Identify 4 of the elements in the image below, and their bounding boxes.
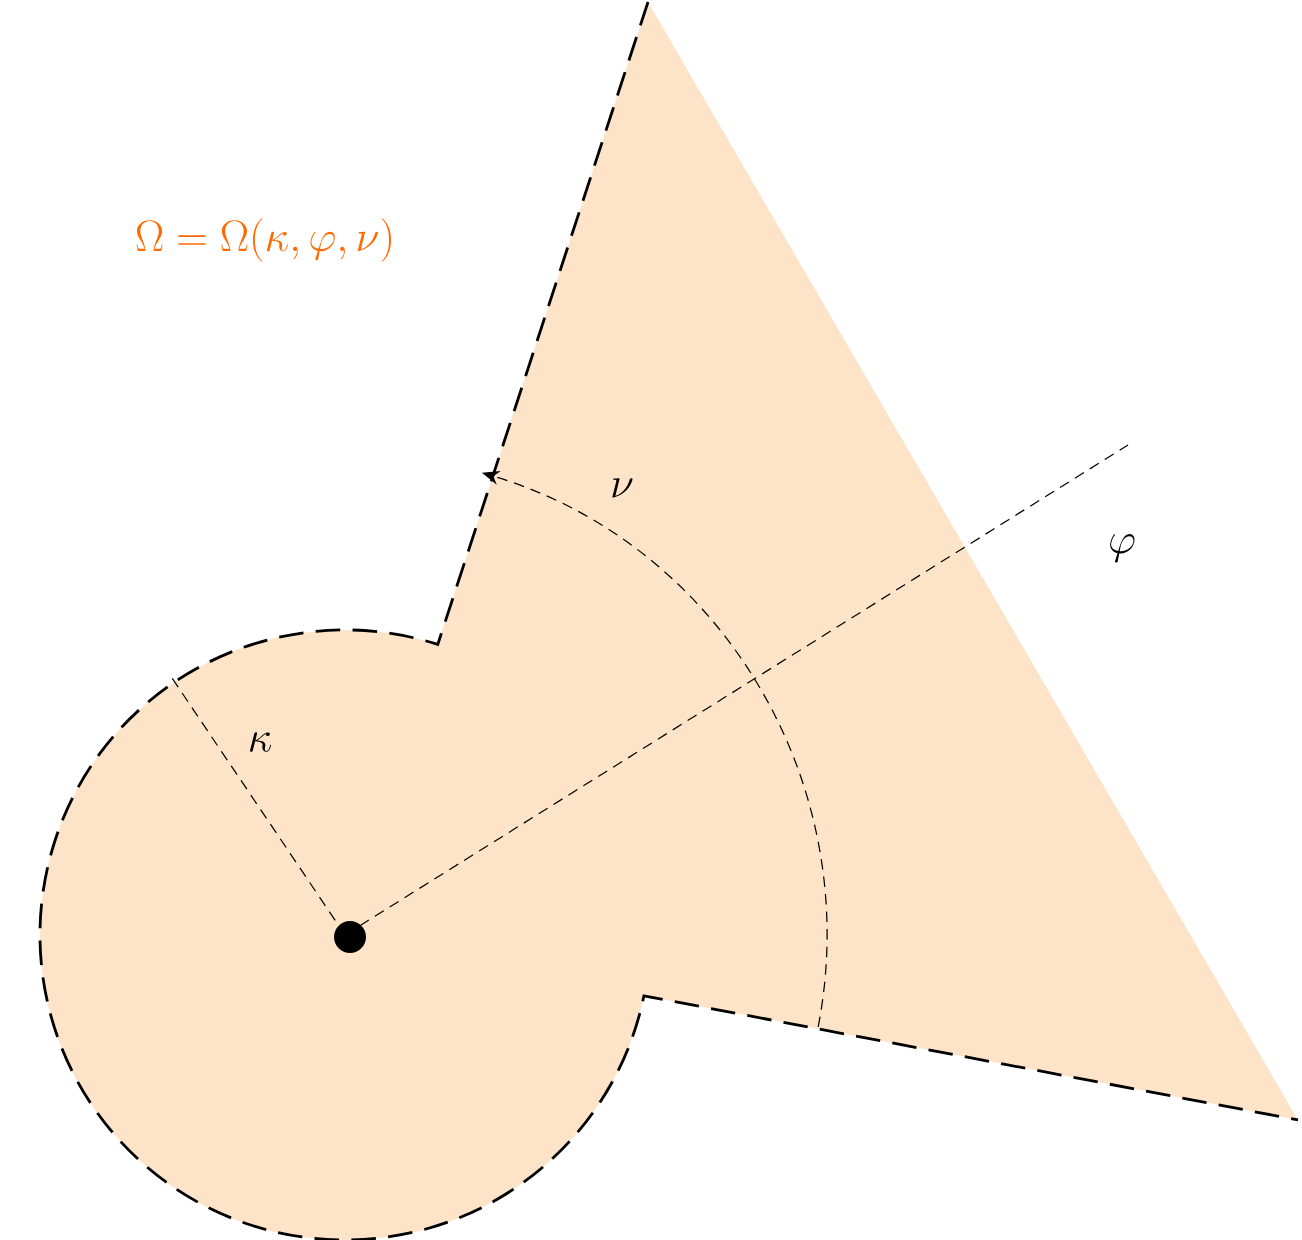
- math-label: $\kappa$: [250, 732, 272, 752]
- domain-label: $\Omega = \Omega(\kappa, \varphi, \nu)$: [136, 218, 392, 262]
- math-label: $\varphi$: [1110, 533, 1135, 563]
- math-label: $\nu$: [612, 478, 633, 498]
